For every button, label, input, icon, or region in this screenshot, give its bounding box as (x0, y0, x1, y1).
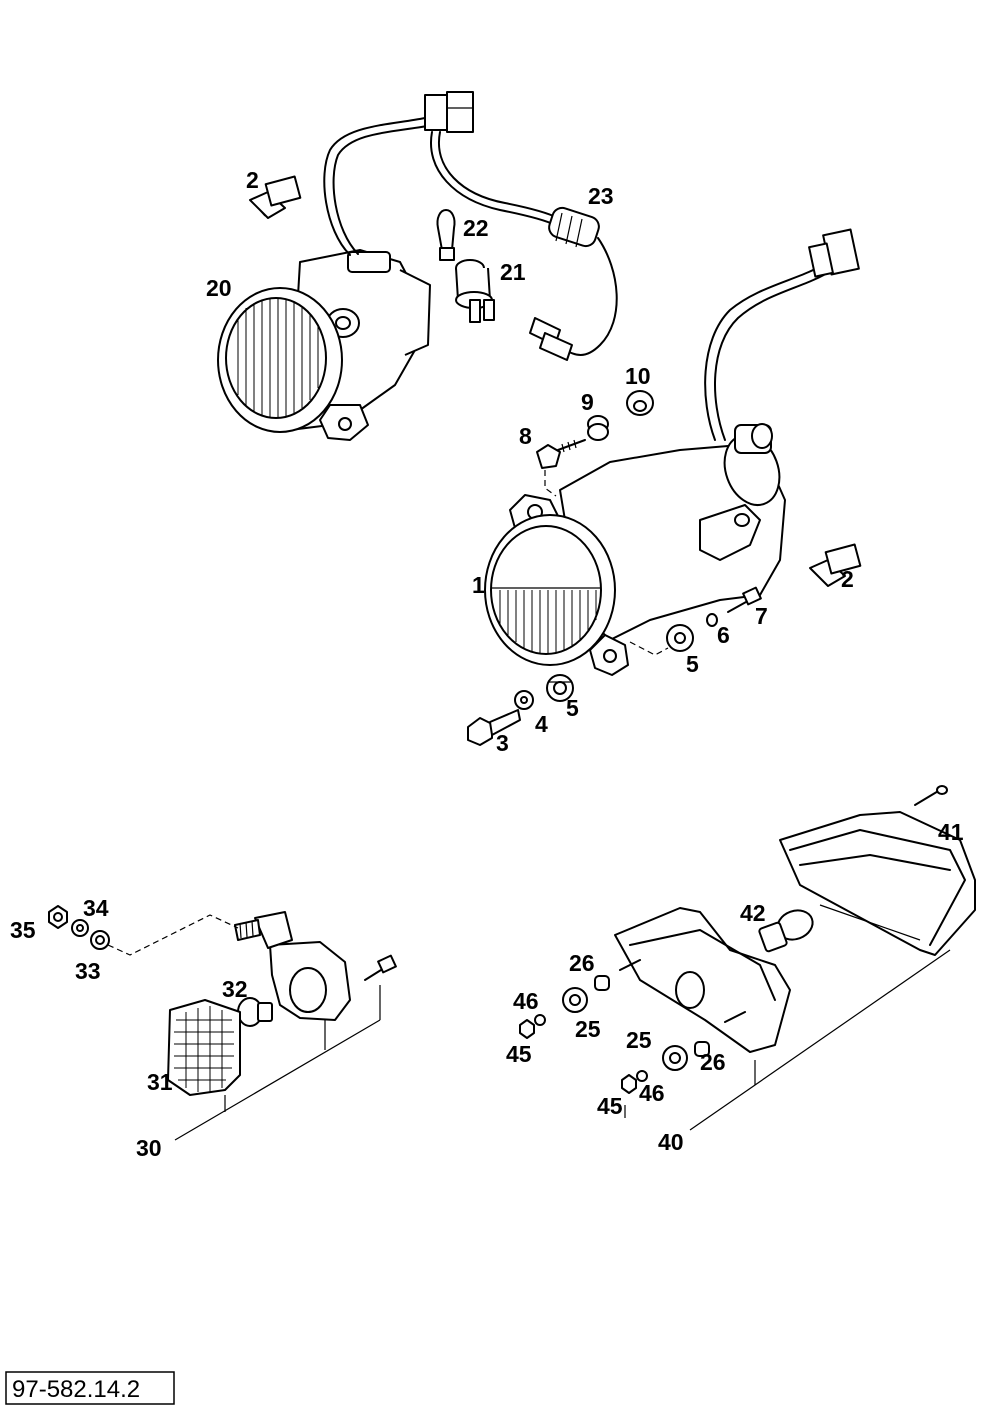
label-part-10: 10 (625, 363, 651, 389)
reference-code: 97-582.14.2 (12, 1376, 140, 1403)
wiring-harness-23 (430, 131, 618, 361)
label-part-20: 20 (206, 275, 232, 301)
label-part-26-upper: 26 (569, 950, 595, 976)
headlight-bulb-2-right (809, 543, 862, 587)
label-part-32: 32 (222, 976, 248, 1002)
label-part-2-right: 2 (841, 566, 854, 592)
label-part-25-lower: 25 (626, 1027, 652, 1053)
label-part-1: 1 (472, 572, 485, 598)
label-part-22: 22 (463, 215, 489, 241)
label-part-5-upper: 5 (686, 651, 699, 677)
label-part-7: 7 (755, 603, 768, 629)
label-part-45-upper: 45 (506, 1041, 532, 1067)
label-part-33: 33 (75, 958, 101, 984)
headlight-bulb-2-left (249, 175, 302, 219)
turn-signal-30 (48, 905, 397, 1141)
label-part-5-lower: 5 (566, 695, 579, 721)
plug-connector-top (424, 91, 474, 133)
rubber-bush-5-lower (546, 674, 574, 702)
callout-labels: 2 23 22 21 20 10 9 8 1 2 7 6 5 5 4 3 41 … (10, 167, 964, 1161)
label-part-30: 30 (136, 1135, 162, 1161)
label-part-26-lower: 26 (700, 1049, 726, 1075)
washer-4 (514, 690, 534, 710)
label-part-41: 41 (938, 819, 964, 845)
label-part-46-lower: 46 (639, 1080, 665, 1106)
label-part-40: 40 (658, 1129, 684, 1155)
label-part-42: 42 (740, 900, 766, 926)
rubber-bush-5-upper (629, 624, 694, 656)
label-part-9: 9 (581, 389, 594, 415)
label-part-21: 21 (500, 259, 526, 285)
label-part-25-upper: 25 (575, 1016, 601, 1042)
main-headlight-1 (484, 228, 860, 676)
tail-light-40 (519, 785, 976, 1131)
reference-code-box: 97-582.14.2 (5, 1371, 175, 1405)
label-part-46-upper: 46 (513, 988, 539, 1014)
label-part-31: 31 (147, 1069, 173, 1095)
screw-7 (727, 586, 762, 613)
label-part-4: 4 (535, 711, 548, 737)
bulb-socket-21 (455, 259, 495, 323)
label-part-35: 35 (10, 917, 36, 943)
label-part-8: 8 (519, 423, 532, 449)
label-part-3: 3 (496, 730, 509, 756)
label-part-2: 2 (246, 167, 259, 193)
label-part-6: 6 (717, 622, 730, 648)
label-part-23: 23 (588, 183, 614, 209)
adjuster-screw-8 (536, 439, 586, 497)
washer-6 (706, 613, 718, 627)
spring-9 (587, 415, 609, 441)
bolt-3 (467, 709, 521, 746)
rubber-grommet-10 (626, 390, 654, 416)
bulb-22 (436, 209, 456, 261)
auxiliary-headlight-20 (217, 117, 431, 441)
label-part-45-lower: 45 (597, 1093, 623, 1119)
label-part-34: 34 (83, 895, 109, 921)
